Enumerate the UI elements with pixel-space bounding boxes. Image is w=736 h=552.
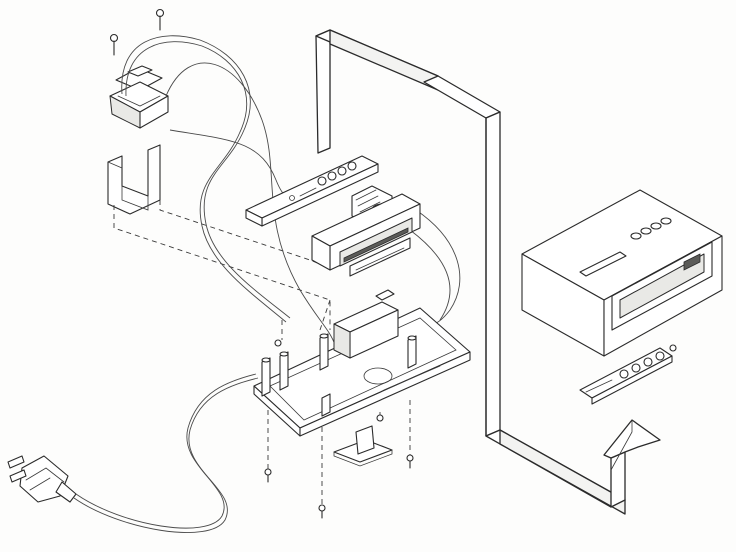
button-strip: [579, 344, 677, 405]
internal-wires: [121, 35, 461, 346]
power-plug-icon: [7, 455, 77, 503]
screw-icon-lower: [264, 339, 414, 519]
clock-radio-icon: [521, 189, 723, 357]
base-tray-icon: [253, 289, 471, 437]
mounting-bracket: [107, 144, 161, 215]
screw-icon: [109, 8, 165, 56]
power-cord: [73, 377, 259, 533]
circuit-board-icon: [245, 155, 379, 227]
transformer-icon: [109, 65, 169, 129]
switch-plate: [333, 425, 393, 467]
display-module-icon: [311, 193, 421, 277]
flow-arrow-icon: [315, 29, 661, 515]
